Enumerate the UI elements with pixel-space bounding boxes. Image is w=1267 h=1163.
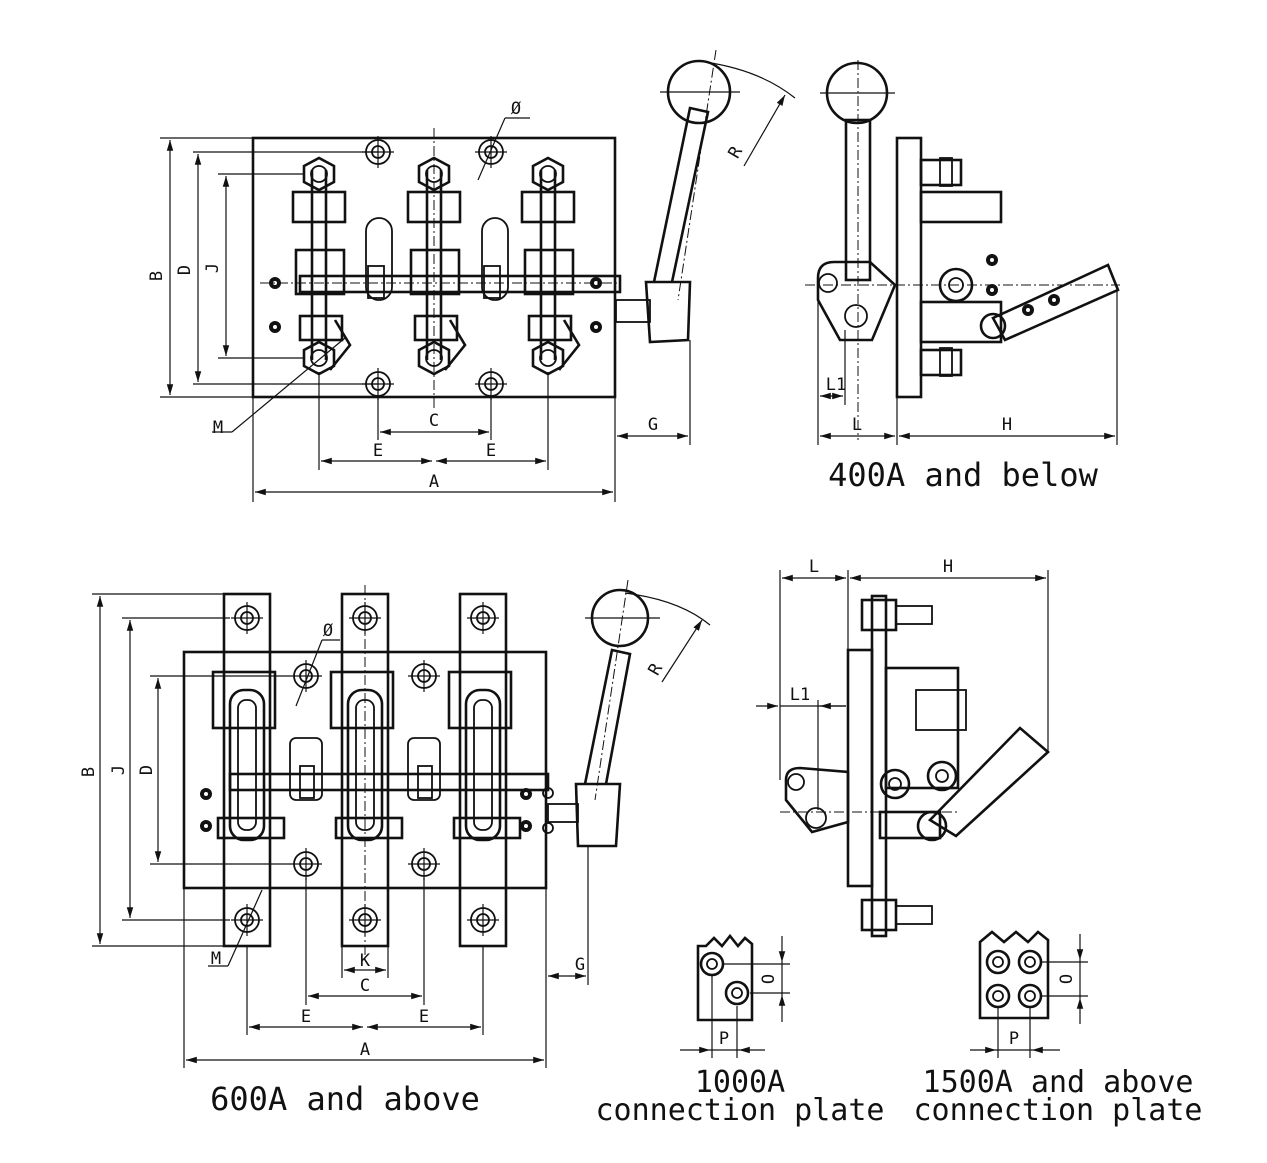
dim-c-label-600: C: [360, 976, 370, 996]
dim-e-right-label: E: [486, 441, 496, 461]
dim-d-label-600: D: [137, 765, 157, 775]
labels-400a-side: L1 L H 400A and below: [826, 375, 1099, 494]
dim-h-label-600: H: [943, 557, 953, 577]
dim-g-label: G: [648, 415, 658, 435]
dim-c-label: C: [429, 411, 439, 431]
labels-1500a-plate: P O 1500A and above connection plate: [914, 974, 1203, 1128]
labels-400a-front: B D J C E E A G M Ø R: [147, 99, 747, 492]
dim-j-label: J: [203, 263, 223, 273]
caption-600a: 600A and above: [210, 1080, 480, 1118]
dim-a-label-600: A: [360, 1040, 370, 1060]
dim-m-label-600: M: [211, 949, 221, 969]
caption-400a: 400A and below: [828, 456, 1098, 494]
dim-k-label: K: [360, 951, 371, 971]
dim-h-label: H: [1002, 415, 1012, 435]
dim-l-label: L: [852, 415, 862, 435]
dim-o-label-1500: O: [1057, 974, 1077, 984]
front-view-600a: [92, 579, 711, 1068]
dim-p-label-1000: P: [719, 1029, 729, 1049]
dim-l-label-600: L: [809, 557, 819, 577]
labels-600a-front: B J D K C E E A G M Ø R 600A and above: [79, 621, 667, 1118]
connection-plate-1500a: [970, 930, 1088, 1058]
dim-e-left-label-600: E: [301, 1007, 311, 1027]
dim-o-label-1000: O: [759, 974, 779, 984]
caption-1000a-line2: connection plate: [596, 1093, 885, 1128]
side-view-600a: [756, 570, 1050, 938]
dim-j-label-600: J: [109, 765, 129, 775]
dim-phi-label: Ø: [511, 99, 521, 119]
dim-b-label-600: B: [79, 767, 99, 777]
connection-plate-1000a: [680, 933, 790, 1058]
dim-r-label-600: R: [644, 659, 667, 679]
dim-g-label-600: G: [575, 955, 585, 975]
dim-p-label-1500: P: [1009, 1029, 1019, 1049]
dim-b-label: B: [147, 271, 167, 281]
dim-phi-label-600: Ø: [323, 621, 333, 641]
side-view-400a: [805, 60, 1120, 445]
dim-a-label: A: [429, 472, 439, 492]
labels-1000a-plate: P O 1000A connection plate: [596, 974, 885, 1128]
dim-l1-label: L1: [826, 375, 846, 395]
caption-1500a-line1: 1500A and above: [923, 1065, 1194, 1100]
caption-1000a-line1: 1000A: [695, 1065, 785, 1100]
caption-1500a-line2: connection plate: [914, 1093, 1203, 1128]
dim-e-right-label-600: E: [419, 1007, 429, 1027]
dim-d-label: D: [175, 265, 195, 275]
dim-m-label: M: [213, 418, 223, 438]
dim-e-left-label: E: [373, 441, 383, 461]
labels-600a-side: L H L1: [790, 557, 953, 705]
front-view-400a: [160, 49, 796, 502]
dim-r-label: R: [724, 142, 747, 162]
dim-l1-label-600: L1: [790, 685, 810, 705]
